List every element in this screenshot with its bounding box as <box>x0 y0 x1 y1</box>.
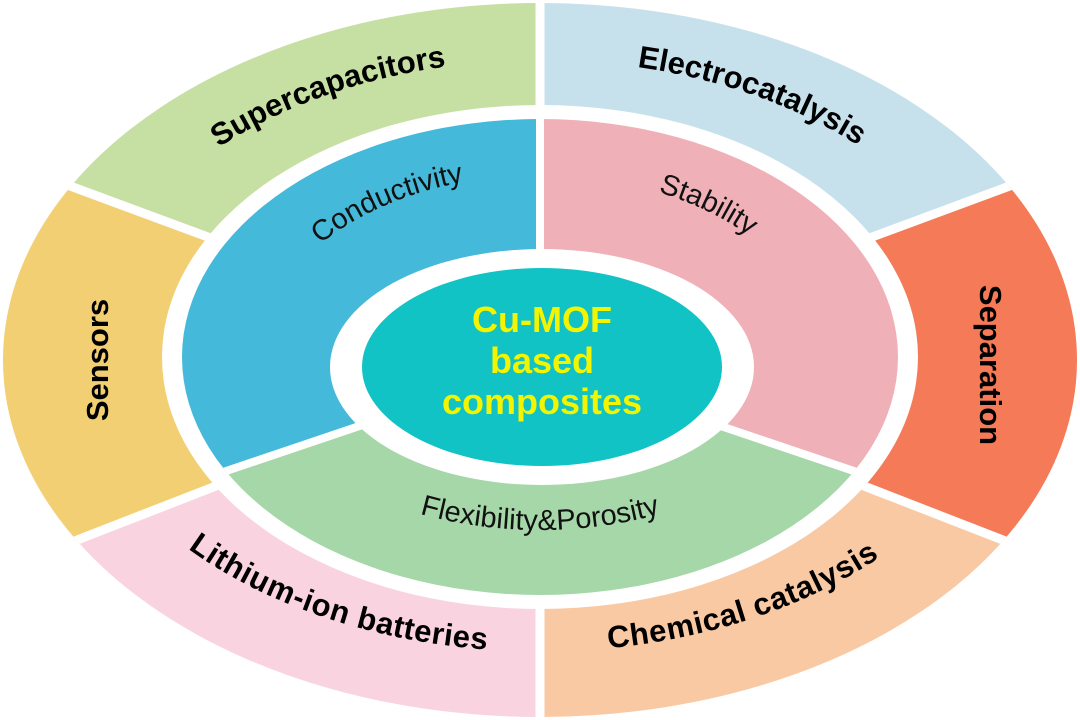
center-line-1: Cu-MOF <box>472 299 612 340</box>
label-separation: Separation <box>973 285 1008 445</box>
center-line-2: based <box>490 340 594 381</box>
center-ellipse <box>362 268 722 466</box>
label-sensors: Sensors <box>80 299 115 421</box>
center-line-3: composites <box>442 381 642 422</box>
